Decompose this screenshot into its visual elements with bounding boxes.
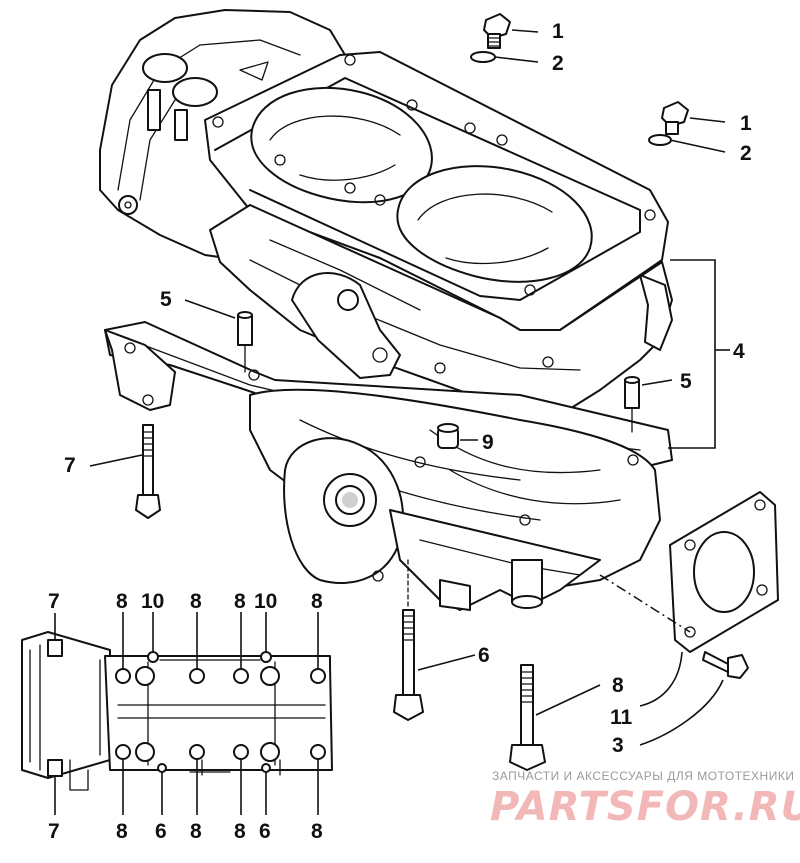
lower-crankcase <box>104 321 673 611</box>
callout-2a: 2 <box>552 52 564 75</box>
detail-holes-top <box>115 651 326 686</box>
callout-9: 9 <box>482 431 494 454</box>
callout-7: 7 <box>64 454 76 477</box>
detail-holes-bottom <box>115 742 326 773</box>
callout-1a: 1 <box>552 20 564 43</box>
detail-top-label-4: 8 <box>190 590 202 613</box>
bolt-6 <box>393 609 424 721</box>
detail-top-label-3: 10 <box>141 590 164 613</box>
callout-8: 8 <box>612 674 624 697</box>
leader-lines <box>89 29 730 746</box>
screw-3 <box>702 651 749 679</box>
callout-6: 6 <box>478 644 490 667</box>
washer-2 <box>470 51 496 63</box>
detail-bottom-label-7: 8 <box>311 820 323 843</box>
cover-plate-11 <box>669 491 779 653</box>
bolt-8 <box>509 664 546 771</box>
center-line <box>599 574 691 633</box>
dowel-pin-5a <box>237 311 253 346</box>
detail-top-label-6: 10 <box>254 590 277 613</box>
callout-4: 4 <box>733 340 745 363</box>
detail-top-label-5: 8 <box>234 590 246 613</box>
callout-2b: 2 <box>740 142 752 165</box>
plug-screw-1b <box>661 101 689 135</box>
watermark-brand: PARTSFOR.RU <box>490 784 800 830</box>
detail-top-label-7: 8 <box>311 590 323 613</box>
bolt-7 <box>135 424 161 519</box>
detail-bottom-label-5: 8 <box>234 820 246 843</box>
watermark-tagline: ЗАПЧАСТИ И АКСЕССУАРЫ ДЛЯ МОТОТЕХНИКИ <box>492 769 794 783</box>
detail-top-label-1: 7 <box>48 590 60 613</box>
callout-1b: 1 <box>740 112 752 135</box>
upper-crankcase <box>99 9 673 416</box>
callout-3: 3 <box>612 734 624 757</box>
plug-screw-1 <box>483 13 511 49</box>
detail-top-label-2: 8 <box>116 590 128 613</box>
detail-bottom-label-1: 7 <box>48 820 60 843</box>
detail-bottom-label-4: 8 <box>190 820 202 843</box>
bolt-pattern-detail <box>21 631 333 791</box>
detail-bottom-label-2: 8 <box>116 820 128 843</box>
ring-dowel-9 <box>437 423 459 449</box>
callout-5a: 5 <box>160 288 172 311</box>
callout-5b: 5 <box>680 370 692 393</box>
detail-leaders <box>54 612 319 815</box>
detail-bottom-label-6: 6 <box>259 820 271 843</box>
detail-bottom-label-3: 6 <box>155 820 167 843</box>
dowel-pin-5b <box>624 376 640 409</box>
callout-11: 11 <box>610 706 633 729</box>
washer-2b <box>648 134 672 146</box>
